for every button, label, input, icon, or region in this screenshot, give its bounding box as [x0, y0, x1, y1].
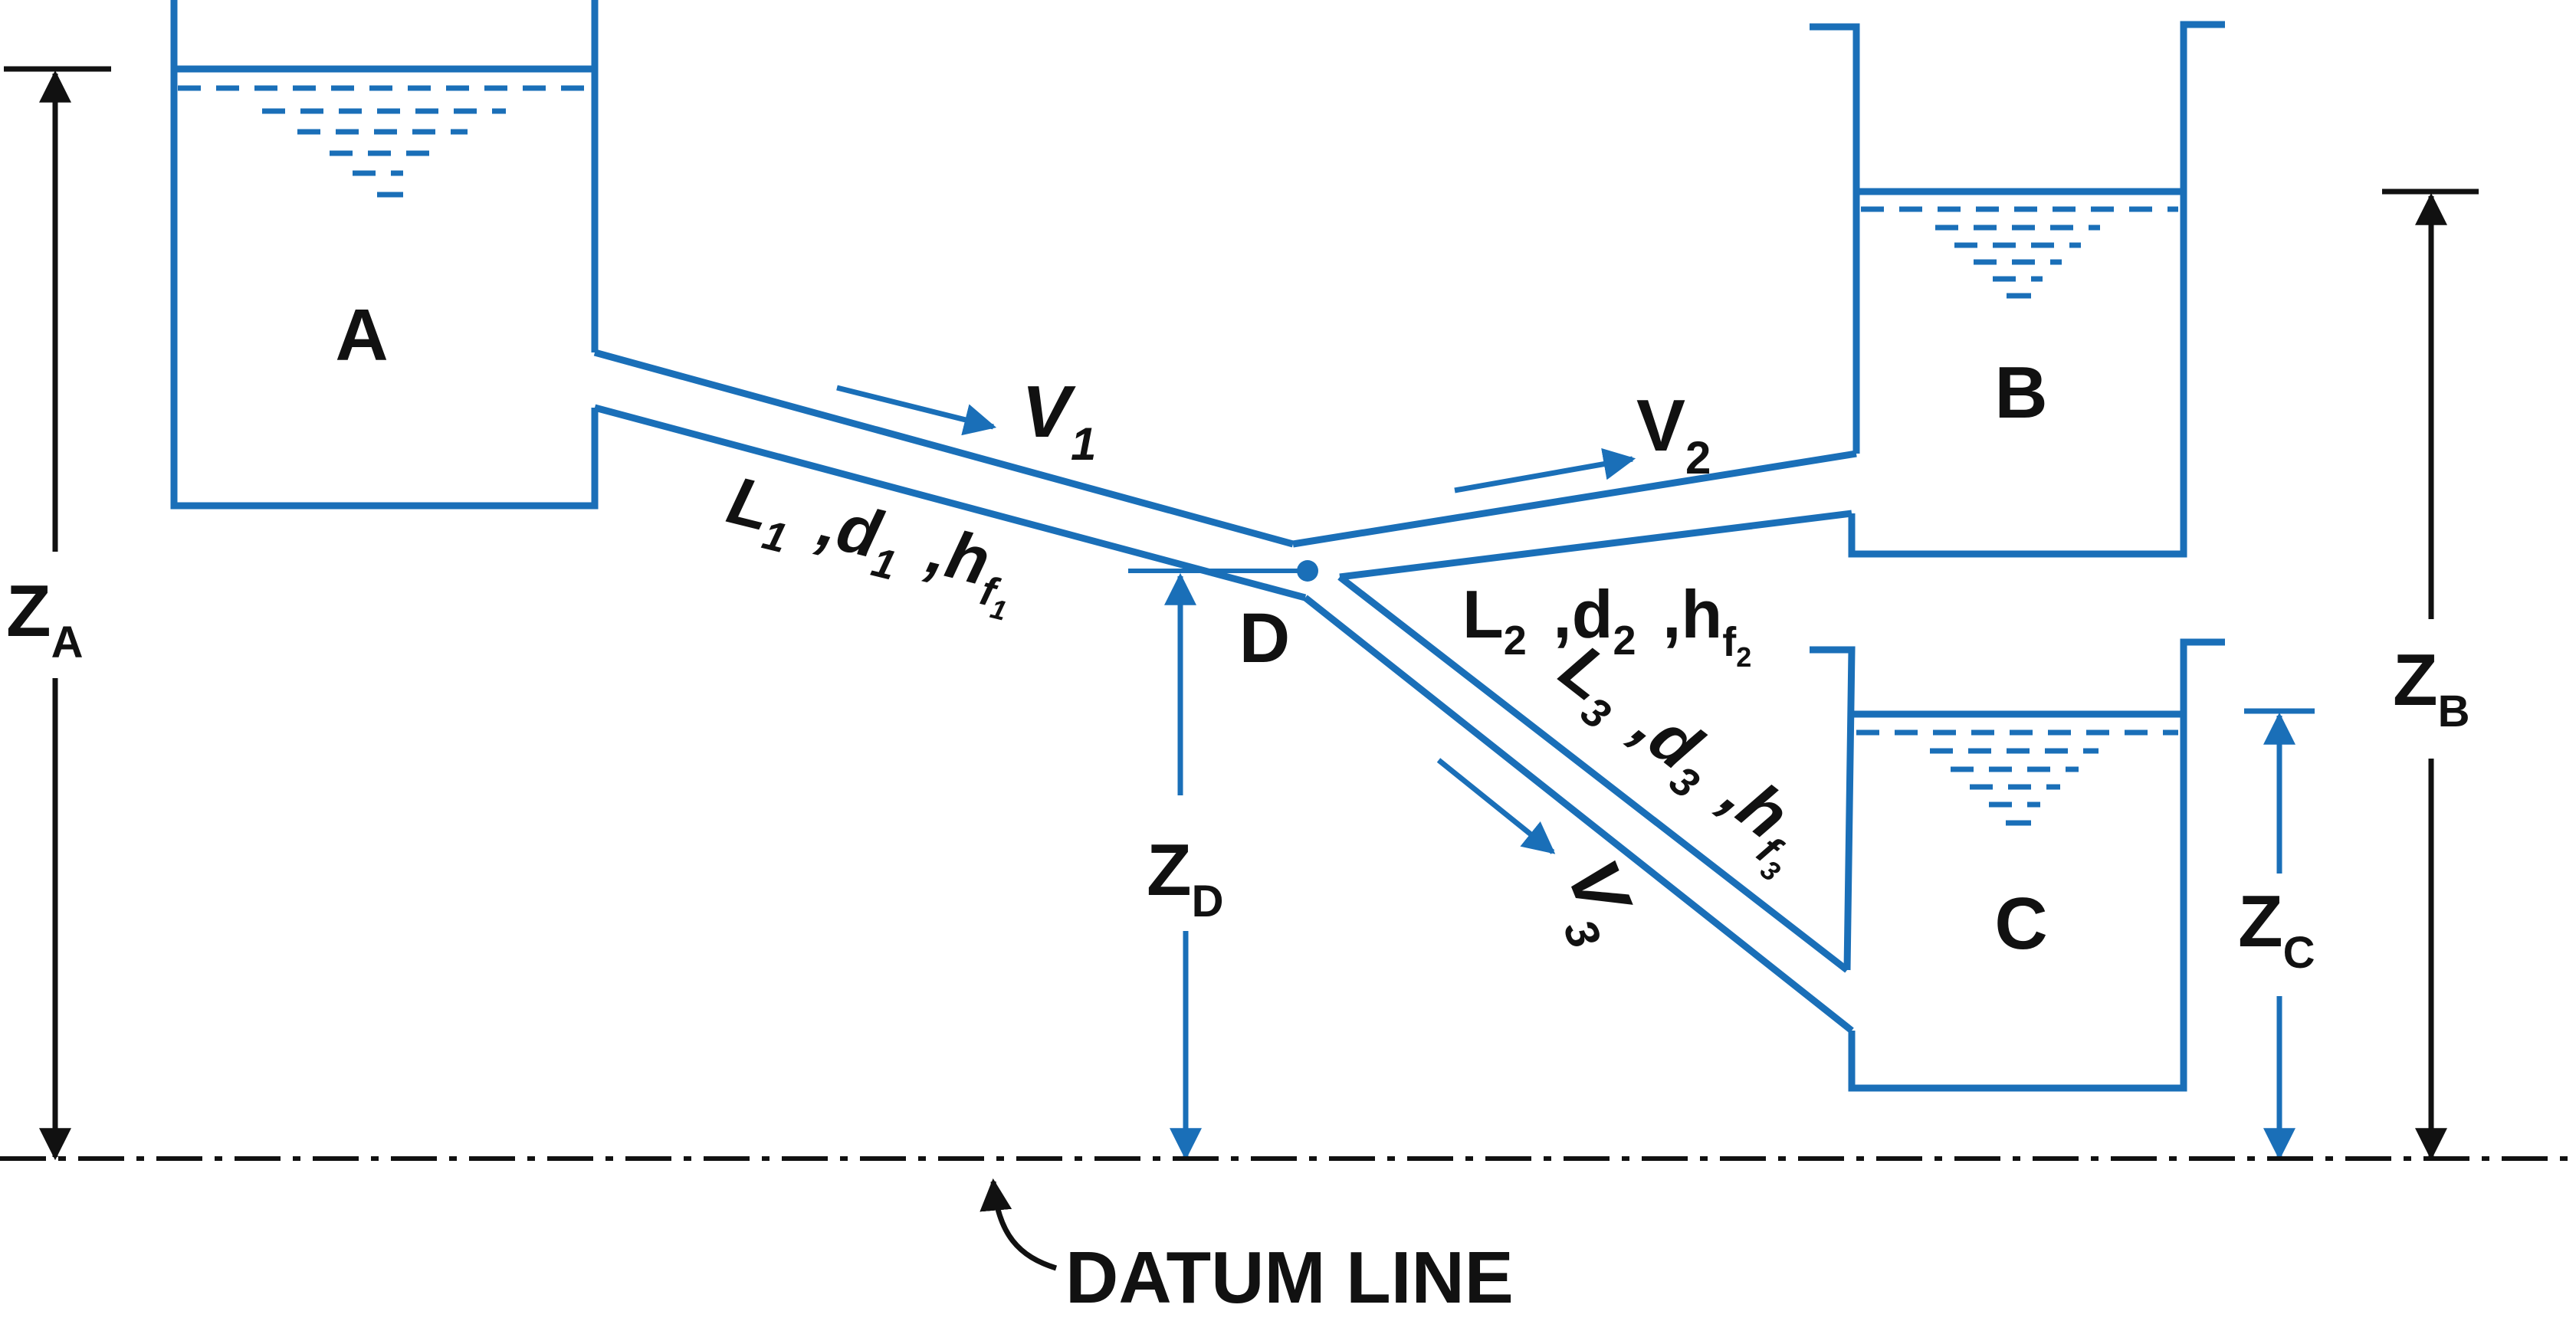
v1-label: V1	[1022, 371, 1096, 470]
reservoir-b-label: B	[1994, 352, 2047, 434]
reservoir-a-water-dashes	[178, 85, 590, 198]
v3-flow-arrow	[1436, 758, 1556, 854]
pipe-3-upper-wall	[1337, 574, 1849, 973]
datum-pointer-arrow	[980, 1178, 1058, 1271]
zb-label: ZB	[2393, 639, 2470, 736]
reservoir-c-left-wall	[1810, 646, 1856, 971]
pipe-2-lower-wall	[1339, 510, 1852, 581]
reservoir-b-water-dashes	[1861, 206, 2178, 299]
pipe-1-properties-label: L1 ,d1 ,hf1	[716, 461, 1025, 626]
junction-label: D	[1239, 599, 1290, 677]
v1-flow-arrow	[836, 385, 997, 436]
pipe-3-lower-wall	[1303, 595, 1854, 1034]
reservoir-a-wall	[170, 0, 599, 510]
reservoir-a	[170, 0, 599, 510]
reservoir-a-label: A	[335, 294, 388, 376]
pipe-2-properties-label: L2 ,d2 ,hf2	[1462, 576, 1751, 673]
pipe-2	[1292, 450, 1857, 581]
v2-flow-arrow	[1454, 447, 1636, 493]
pipe-2-upper-wall	[1292, 450, 1857, 548]
junction-node	[1297, 560, 1318, 582]
reservoir-b	[1810, 21, 2225, 558]
zc-label: ZC	[2238, 880, 2315, 978]
reservoir-b-right-wall	[1848, 21, 2225, 558]
v2-label: V2	[1636, 385, 1711, 483]
reservoir-c	[1810, 638, 2225, 1092]
pipe-1-lower-wall	[593, 404, 1307, 601]
pipe-1-upper-wall	[593, 349, 1295, 548]
reservoir-c-water-dashes	[1856, 729, 2178, 826]
pipe-3	[1303, 574, 1854, 1034]
pipe-1	[593, 349, 1307, 601]
datum-label: DATUM LINE	[1065, 1237, 1514, 1319]
reservoir-b-left-wall	[1810, 23, 1860, 454]
reservoir-c-label: C	[1994, 883, 2047, 965]
zd-label: ZD	[1147, 829, 1224, 926]
za-label: ZA	[6, 570, 84, 667]
reservoir-c-right-wall	[1848, 638, 2225, 1092]
